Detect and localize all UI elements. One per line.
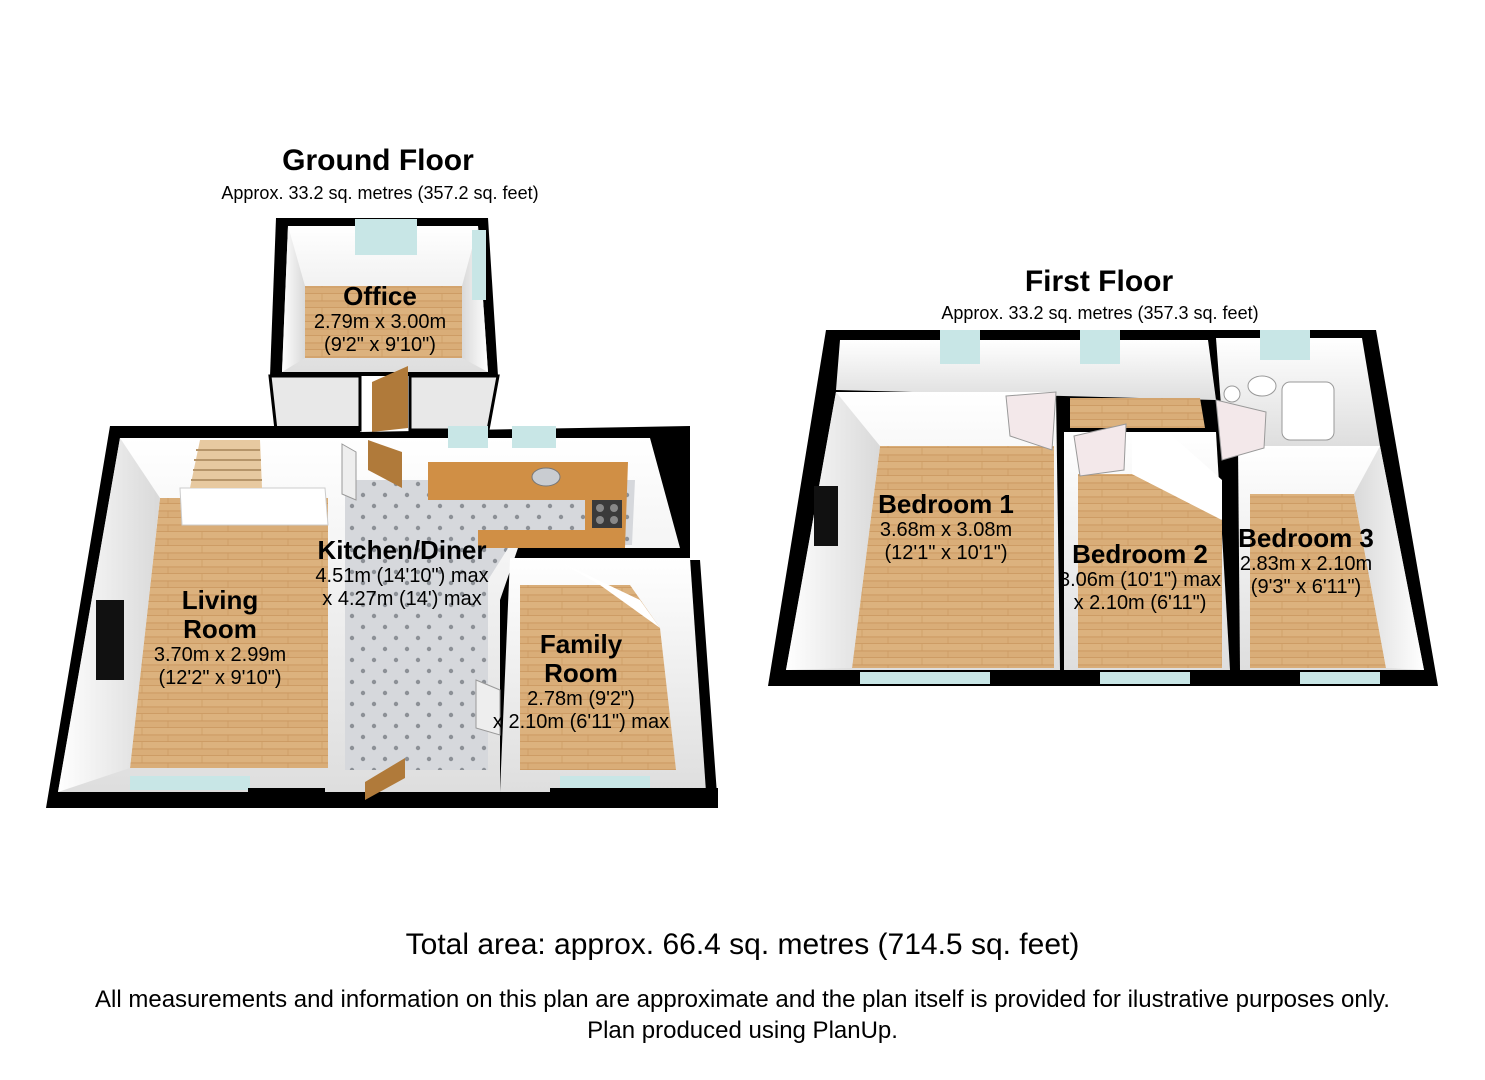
plan-credit: Plan produced using PlanUp.	[587, 1017, 898, 1044]
bedroom-2-dimension-1: 3.06m (10'1") max	[1058, 569, 1222, 592]
kitchen-diner-name: Kitchen/Diner	[317, 535, 487, 565]
living-room-name-line1: Living	[181, 585, 259, 615]
kitchen-diner-dimension-1: 4.51m (14'10") max	[315, 565, 489, 588]
living-room-name-line2: Room	[183, 614, 257, 645]
office-label: Office 2.79m x 3.00m (9'2" x 9'10")	[290, 281, 470, 356]
office-dimensions-metric: 2.79m x 3.00m	[313, 311, 447, 334]
office-room	[268, 218, 500, 432]
disclaimer-text: All measurements and information on this…	[95, 986, 1390, 1013]
living-room-label: Living Room 3.70m x 2.99m (12'2" x 9'10"…	[130, 585, 310, 689]
kitchen-diner-room	[330, 426, 680, 808]
ground-floor-plan	[46, 218, 718, 808]
bedroom-1-dimensions-imperial: (12'1" x 10'1")	[884, 541, 1008, 564]
bedroom-3	[1215, 399, 1424, 670]
first-floor-area: Approx. 33.2 sq. metres (357.3 sq. feet)	[941, 303, 1259, 323]
family-room-dimension-2: x 2.10m (6'11") max	[492, 710, 670, 733]
family-room-name-line1: Family	[539, 629, 623, 659]
staircase	[190, 440, 262, 488]
family-room-label: Family Room 2.78m (9'2") x 2.10m (6'11")…	[466, 629, 696, 733]
first-floor-plan	[768, 330, 1438, 686]
bedroom-1	[786, 391, 1060, 670]
bedroom-1-label: Bedroom 1 3.68m x 3.08m (12'1" x 10'1")	[856, 489, 1036, 564]
living-room-dimensions-imperial: (12'2" x 9'10")	[158, 666, 282, 689]
bedroom-3-dimensions-imperial: (9'3" x 6'11")	[1250, 575, 1362, 598]
bedroom-2-name: Bedroom 2	[1072, 539, 1208, 569]
office-dimensions-imperial: (9'2" x 9'10")	[324, 333, 436, 356]
kitchen-diner-label: Kitchen/Diner 4.51m (14'10") max x 4.27m…	[282, 535, 522, 610]
ground-floor-area: Approx. 33.2 sq. metres (357.2 sq. feet)	[221, 183, 539, 203]
living-room-dimensions-metric: 3.70m x 2.99m	[153, 644, 287, 667]
bedroom-2-dimension-2: x 2.10m (6'11")	[1073, 591, 1207, 614]
living-room	[58, 438, 330, 808]
bedroom-2	[1064, 423, 1230, 670]
total-area: Total area: approx. 66.4 sq. metres (714…	[405, 928, 1080, 961]
bedroom-1-name: Bedroom 1	[878, 489, 1014, 519]
family-room-name-line2: Room	[544, 658, 618, 689]
bedroom-1-dimensions-metric: 3.68m x 3.08m	[879, 519, 1013, 542]
office-name: Office	[343, 281, 417, 311]
kitchen-diner-dimension-2: x 4.27m (14') max	[322, 587, 482, 610]
first-floor-title: First Floor	[1024, 265, 1174, 298]
family-room	[475, 558, 718, 808]
bedroom-2-label: Bedroom 2 3.06m (10'1") max x 2.10m (6'1…	[1040, 539, 1240, 614]
family-room-dimension-1: 2.78m (9'2")	[527, 688, 635, 711]
disclaimer: All measurements and information on this…	[0, 984, 1485, 1046]
bedroom-3-dimensions-metric: 2.83m x 2.10m	[1239, 553, 1373, 576]
bedroom-3-name: Bedroom 3	[1238, 523, 1374, 553]
bedroom-3-label: Bedroom 3 2.83m x 2.10m (9'3" x 6'11")	[1218, 523, 1394, 598]
ground-floor-title: Ground Floor	[282, 144, 474, 177]
